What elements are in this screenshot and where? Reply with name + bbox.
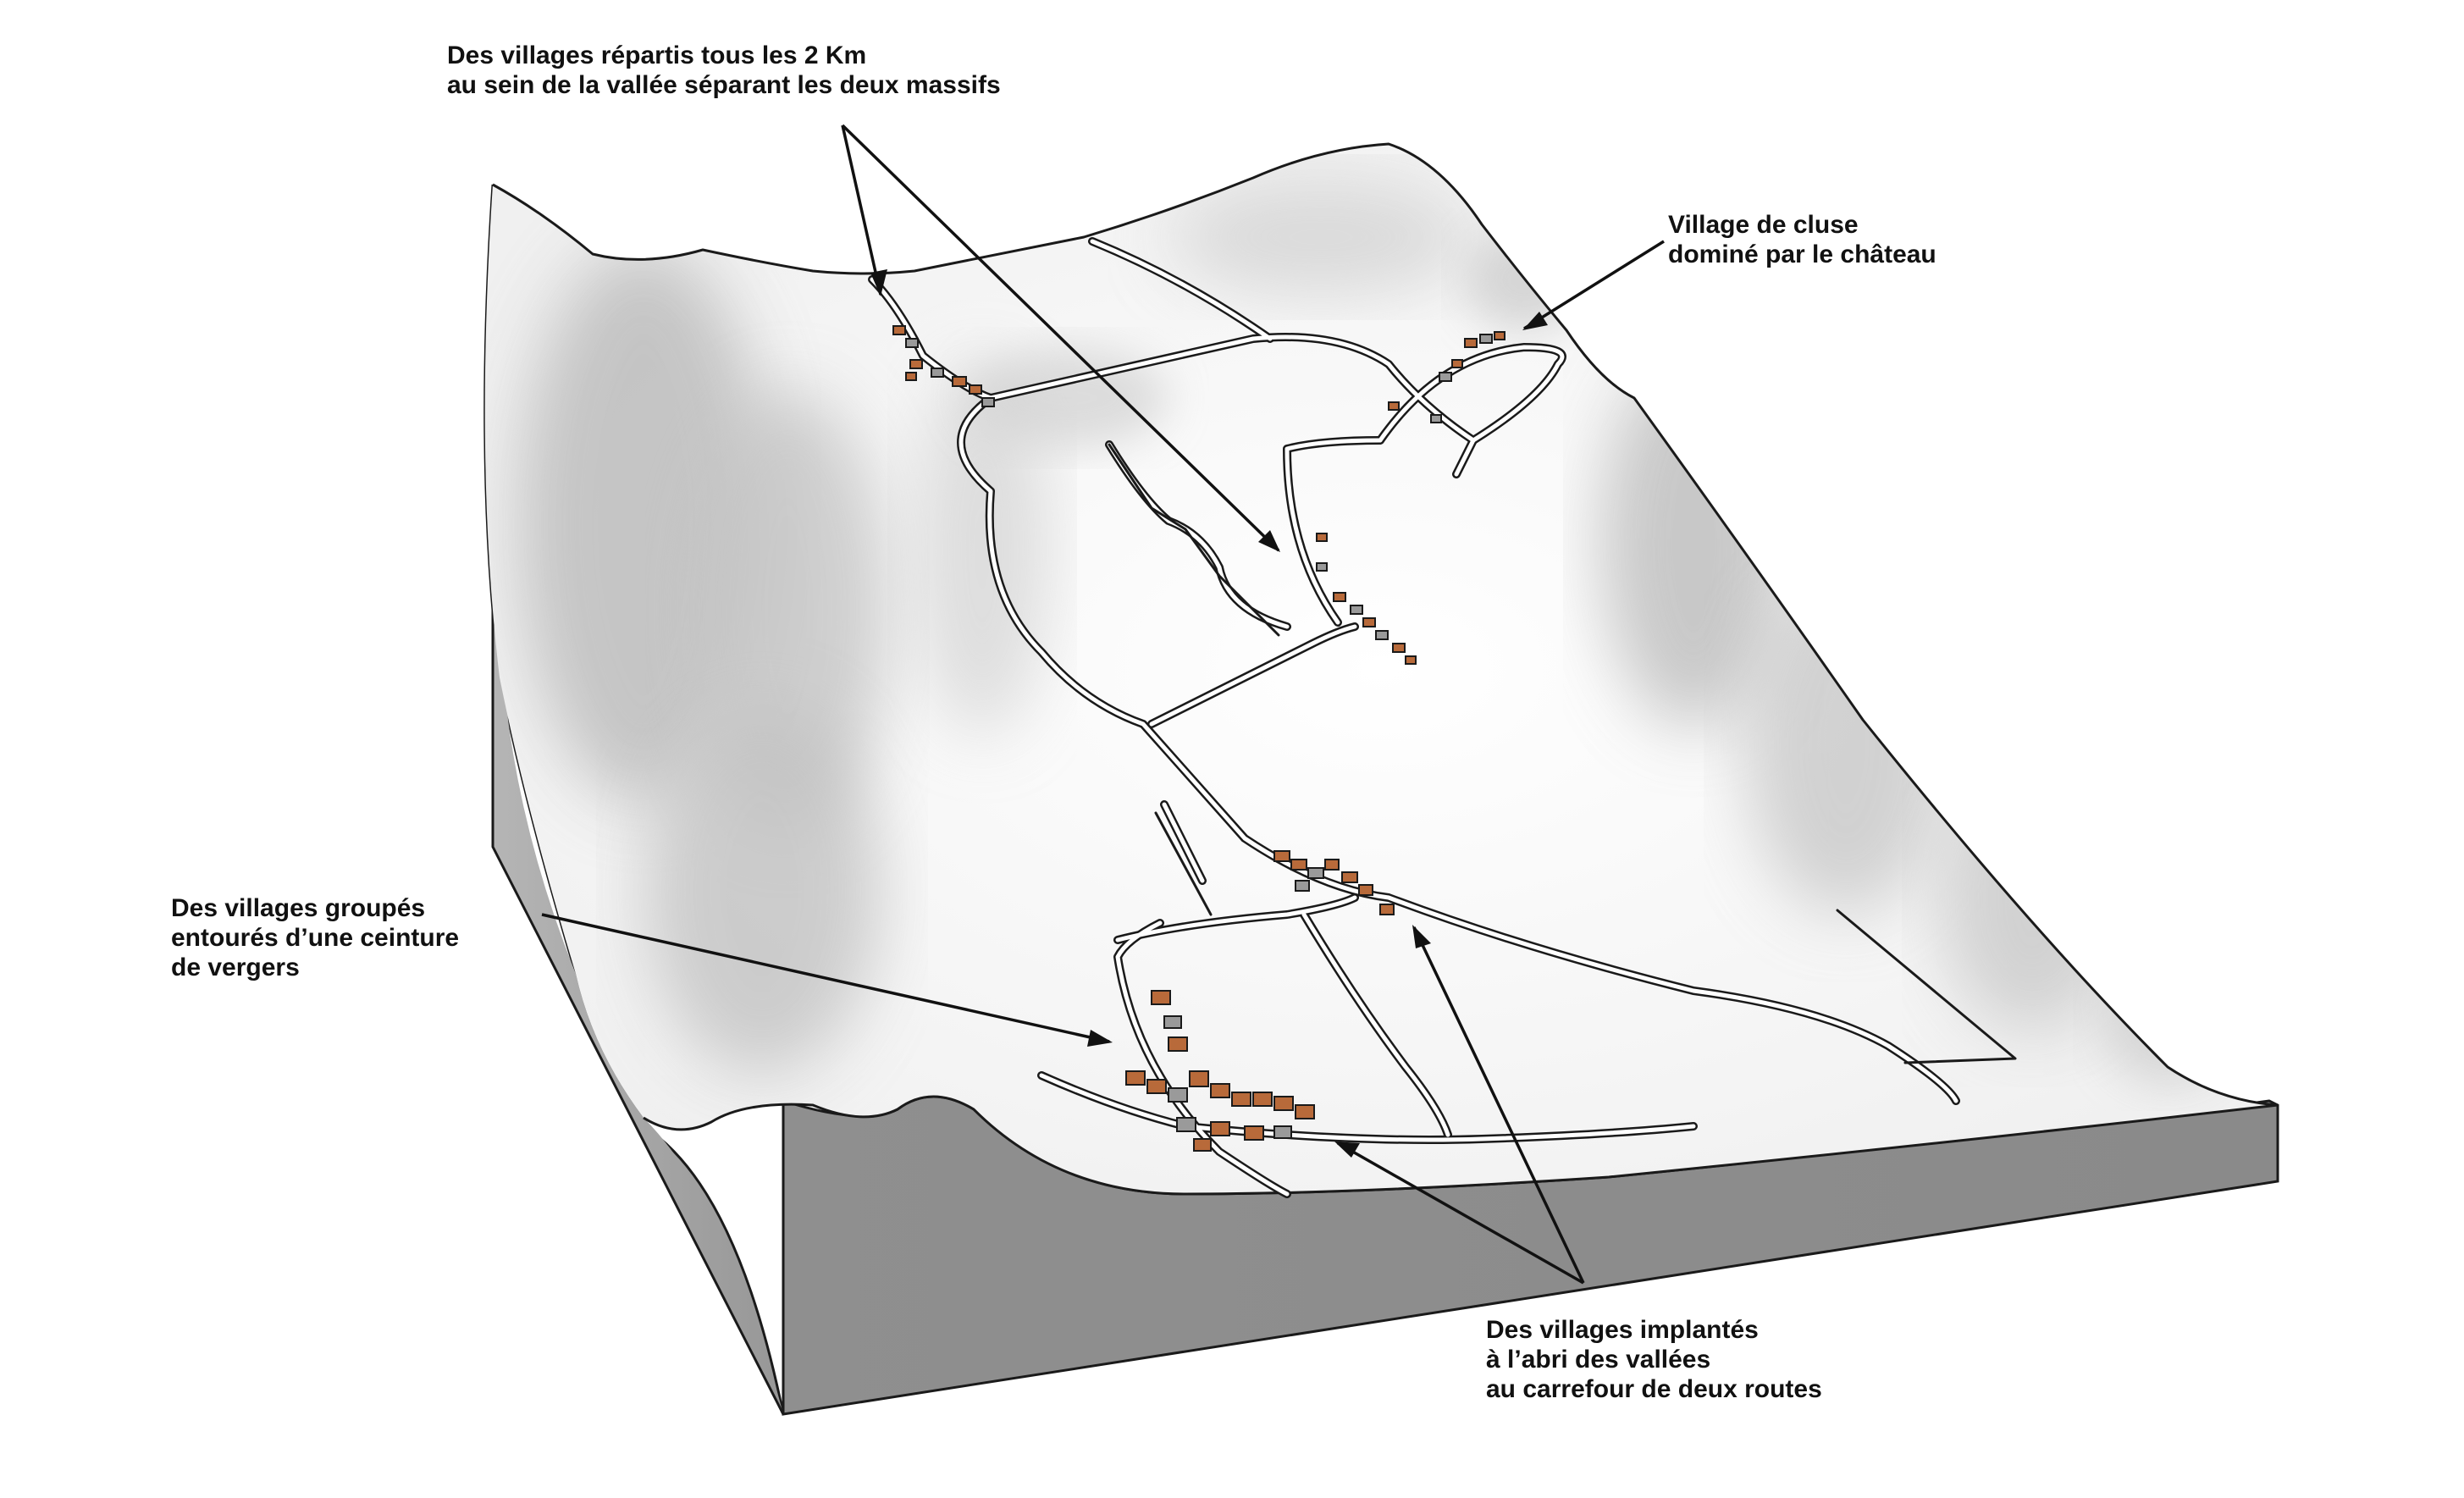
label-top-villages-line-1: Des villages répartis tous les 2 Km xyxy=(447,41,867,69)
label-grouped-villages-line-2: entourés d’une ceinture xyxy=(171,924,460,952)
label-sheltered-villages: Des villages implantés à l’abri des vall… xyxy=(1486,1315,1822,1404)
village-lower-middle xyxy=(1273,850,1395,915)
village-middle xyxy=(1316,533,1417,665)
label-cluse-village-line-2: dominé par le château xyxy=(1668,240,1936,268)
label-sheltered-villages-line-3: au carrefour de deux routes xyxy=(1486,1375,1822,1403)
label-grouped-villages-line-1: Des villages groupés xyxy=(171,894,426,922)
village-bottom xyxy=(1125,990,1315,1152)
village-top-left xyxy=(892,325,995,407)
label-grouped-villages-line-3: de vergers xyxy=(171,954,300,981)
label-grouped-villages: Des villages groupés entourés d’une cein… xyxy=(171,893,459,982)
label-sheltered-villages-line-2: à l’abri des vallées xyxy=(1486,1346,1711,1374)
label-top-villages: Des villages répartis tous les 2 Km au s… xyxy=(447,41,1001,100)
label-sheltered-villages-line-1: Des villages implantés xyxy=(1486,1316,1759,1344)
village-cluse xyxy=(1388,331,1505,423)
arrowheads xyxy=(870,269,1548,1158)
label-cluse-village-line-1: Village de cluse xyxy=(1668,211,1859,239)
label-top-villages-line-2: au sein de la vallée séparant les deux m… xyxy=(447,71,1001,99)
label-cluse-village: Village de cluse dominé par le château xyxy=(1668,210,1936,269)
annotation-arrows xyxy=(541,124,1665,1285)
